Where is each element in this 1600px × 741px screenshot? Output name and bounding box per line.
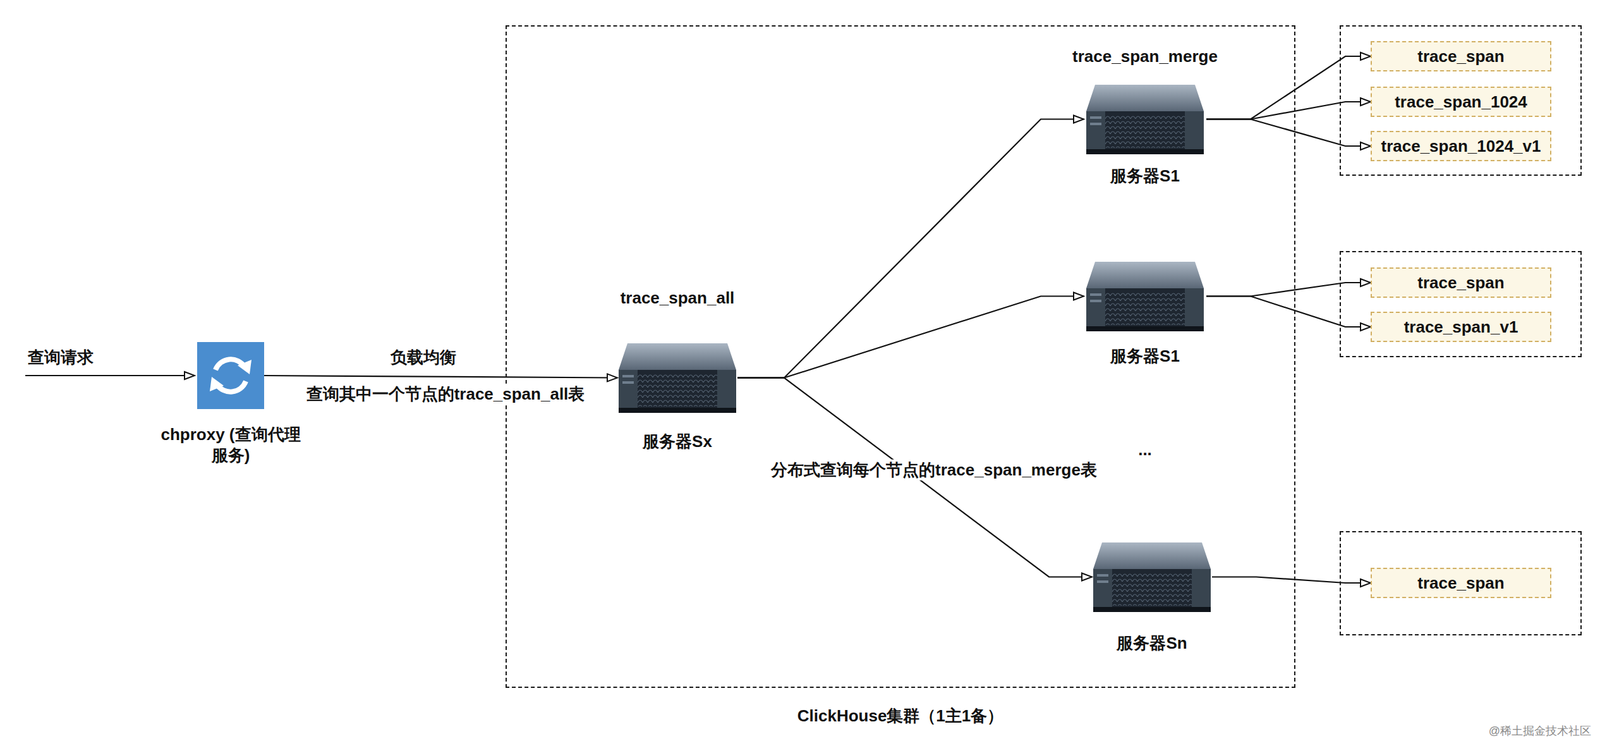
table-name: trace_span_1024_v1 xyxy=(1381,135,1542,157)
connector-arrow xyxy=(737,119,1084,378)
server-name: 服务器Sx xyxy=(642,430,713,452)
table-box: trace_span xyxy=(1370,267,1552,298)
proxy-icon xyxy=(197,341,265,409)
table-name: trace_span xyxy=(1417,272,1504,294)
table-name: trace_span_v1 xyxy=(1404,316,1519,338)
server-name: 服务器S1 xyxy=(1110,345,1180,367)
server-node: trace_span_merge服务器S1 xyxy=(1083,83,1207,155)
table-heading: trace_span_merge xyxy=(1072,46,1218,67)
connector-arrow xyxy=(1206,101,1371,120)
server-node: 服务器S1 xyxy=(1083,260,1207,332)
connector-arrow xyxy=(264,375,618,378)
table-box: trace_span xyxy=(1370,567,1552,598)
connector-arrow xyxy=(1206,282,1371,297)
table-name: trace_span xyxy=(1417,572,1504,594)
connector-arrow xyxy=(1206,296,1371,328)
connector-arrow xyxy=(737,296,1084,378)
server-name: 服务器S1 xyxy=(1110,165,1180,187)
table-heading: trace_span_all xyxy=(620,287,735,309)
server-illustration xyxy=(1093,542,1211,612)
cluster-box: trace_span_all服务器Sxtrace_span_merge服务器S1… xyxy=(505,25,1296,688)
request-arrow xyxy=(25,374,195,376)
proxy-label: chproxy (查询代理服务) xyxy=(157,424,304,466)
table-box: trace_span_1024_v1 xyxy=(1370,130,1552,162)
table-box: trace_span_1024 xyxy=(1370,86,1552,117)
server-name: 服务器Sn xyxy=(1116,632,1187,654)
server-node: 服务器Sn xyxy=(1091,540,1213,613)
server-illustration xyxy=(618,343,737,413)
table-name: trace_span_1024 xyxy=(1394,91,1528,113)
table-group-box: trace_span trace_span_v1 xyxy=(1339,250,1582,358)
table-box: trace_span_v1 xyxy=(1370,311,1552,342)
table-group-box: trace_span xyxy=(1339,530,1582,636)
server-illustration xyxy=(1086,84,1204,155)
table-group-box: trace_span trace_span_1024 trace_span_1024… xyxy=(1339,25,1582,176)
ellipsis: ... xyxy=(1135,439,1155,461)
request-label: 查询请求 xyxy=(25,346,97,368)
connector-arrow xyxy=(1206,119,1371,147)
table-box: trace_span xyxy=(1370,41,1552,72)
cluster-caption: ClickHouse集群（1主1备） xyxy=(797,705,1005,727)
connector-arrow xyxy=(1212,576,1371,584)
edge-label: 负载均衡 xyxy=(387,346,459,368)
server-illustration xyxy=(1086,261,1204,332)
table-name: trace_span xyxy=(1417,46,1504,67)
proxy-icon-box: chproxy (查询代理服务) xyxy=(197,341,265,409)
watermark: @稀土掘金技术社区 xyxy=(1486,723,1594,739)
server-node: trace_span_all服务器Sx xyxy=(617,341,738,414)
edge-note: 分布式查询每个节点的trace_span_merge表 xyxy=(768,459,1100,481)
connector-arrow xyxy=(1206,56,1371,120)
edge-note: 查询其中一个节点的trace_span_all表 xyxy=(303,383,588,405)
